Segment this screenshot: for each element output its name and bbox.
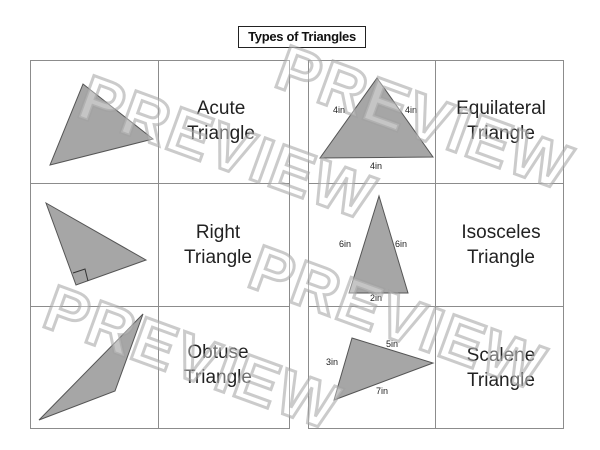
label-line: Acute	[196, 98, 246, 119]
scalene-triangle-shape	[333, 337, 435, 401]
right-triangle-shape	[45, 201, 148, 286]
side-label: 2in	[370, 293, 382, 303]
obtuse-label: Obtuse Triangle	[154, 340, 282, 390]
label-line: Triangle	[467, 370, 535, 391]
right-angle-marker-icon	[72, 268, 89, 282]
label-line: Obtuse	[187, 342, 249, 363]
acute-label: Acute Triangle	[157, 96, 285, 146]
side-label: 5in	[386, 339, 398, 349]
page-title: Types of Triangles	[238, 26, 366, 48]
side-label: 7in	[376, 386, 388, 396]
label-line: Right	[195, 222, 241, 243]
label-line: Isosceles	[461, 222, 541, 243]
side-label: 4in	[405, 105, 417, 115]
scalene-label: Scalene Triangle	[437, 343, 565, 393]
label-line: Equilateral	[456, 98, 546, 119]
label-line: Triangle	[467, 123, 535, 144]
isosceles-triangle-shape	[348, 194, 409, 294]
label-line: Scalene	[466, 345, 536, 366]
label-line: Triangle	[184, 247, 252, 268]
label-line: Triangle	[187, 123, 255, 144]
equilateral-label: Equilateral Triangle	[437, 96, 565, 146]
side-label: 4in	[333, 105, 345, 115]
side-label: 4in	[370, 161, 382, 171]
label-line: Triangle	[184, 367, 252, 388]
side-label: 3in	[326, 357, 338, 367]
side-label: 6in	[395, 239, 407, 249]
label-line: Triangle	[467, 247, 535, 268]
obtuse-triangle-shape	[38, 313, 144, 421]
equilateral-triangle-shape	[319, 77, 434, 159]
right-label: Right Triangle	[154, 220, 282, 270]
isosceles-label: Isosceles Triangle	[437, 220, 565, 270]
left-table-border	[30, 60, 290, 429]
side-label: 6in	[339, 239, 351, 249]
acute-triangle-shape	[49, 83, 155, 166]
